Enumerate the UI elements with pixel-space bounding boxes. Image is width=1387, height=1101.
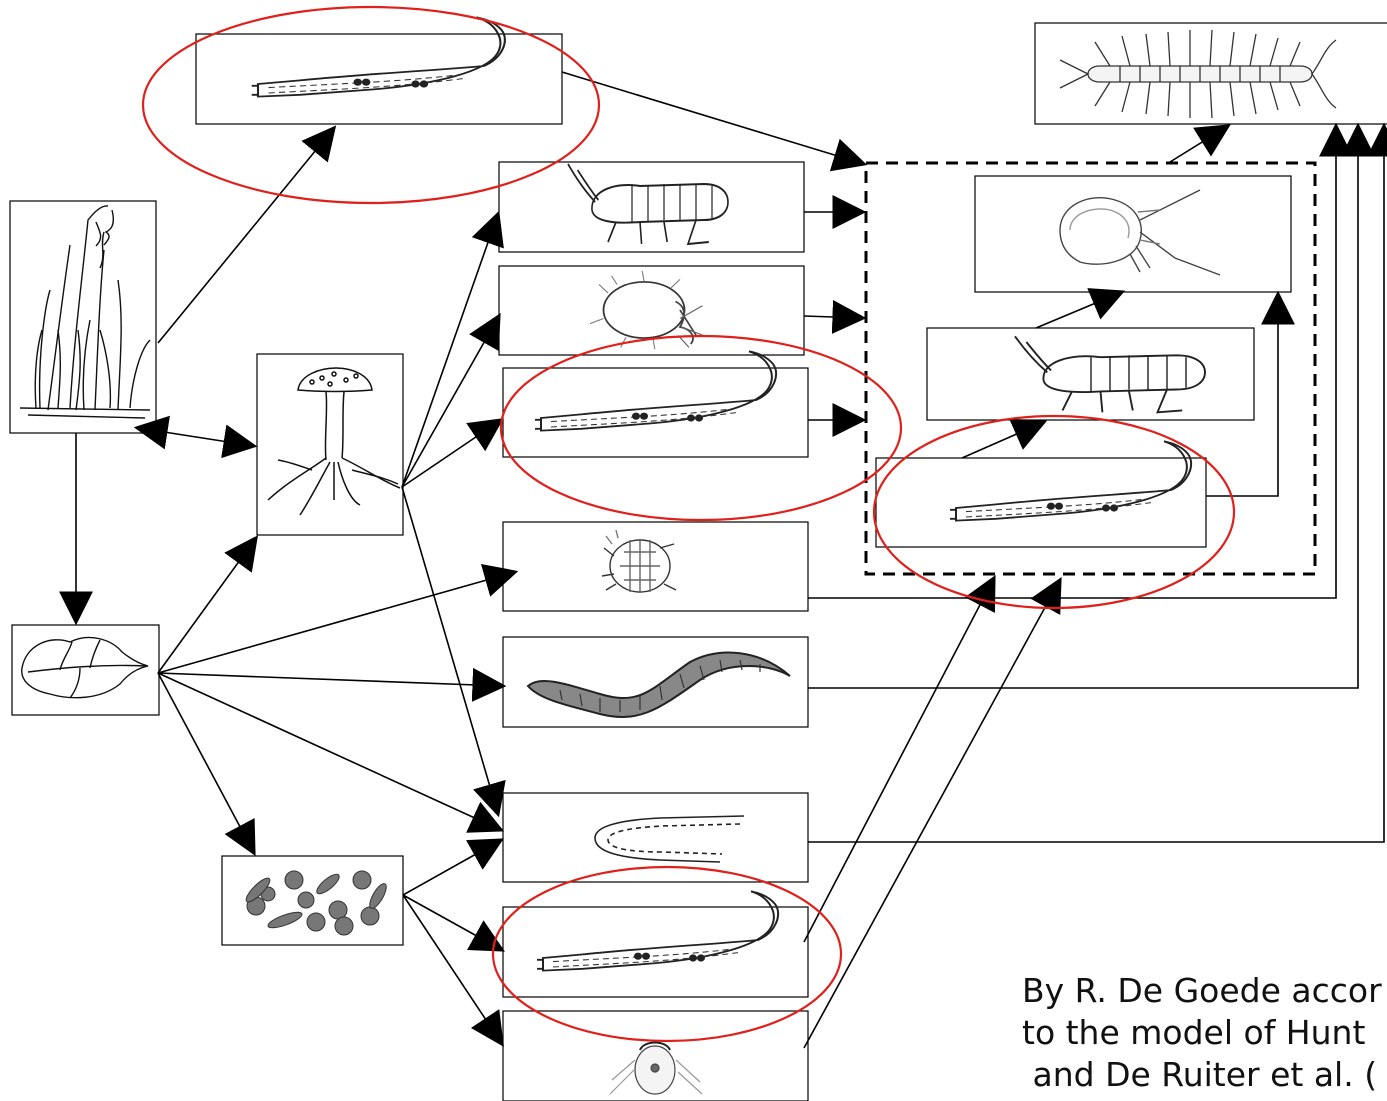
link-predatory-nematode-springtail <box>961 418 1048 459</box>
centipede-node <box>1034 22 1387 125</box>
link-litter-oribatid <box>157 563 519 674</box>
earthworm-icon <box>526 651 791 718</box>
link-plant-nematode <box>157 125 337 344</box>
link-plant-fungi <box>133 415 258 459</box>
link-predatory-nematode-mite <box>1206 290 1295 497</box>
nematode-node-bacterivore <box>502 890 809 998</box>
link-bacteria-protozoa <box>402 894 504 1047</box>
protozoa-node <box>502 1010 809 1101</box>
mite-node <box>498 265 805 356</box>
litter-node <box>11 624 160 716</box>
protozoan-icon <box>609 1041 703 1095</box>
fungus-mushroom-icon <box>267 367 401 516</box>
link-fungi-springtail <box>401 210 504 488</box>
link-nematode-top-predators <box>561 71 868 172</box>
oribatid-mite-node <box>502 521 809 612</box>
link-predators-centipede <box>1169 124 1231 163</box>
link-bacteria-nematode <box>402 894 505 952</box>
link-protozoa-predator <box>803 577 1062 1049</box>
leaf-litter-icon <box>21 636 149 699</box>
attribution-caption: By R. De Goede accor to the model of Hun… <box>1022 970 1387 1101</box>
fungi-node <box>256 353 404 536</box>
link-mite-predators <box>803 299 867 334</box>
link-litter-bacteria <box>157 672 256 856</box>
caption-line-3: and De Ruiter et al. ( <box>1022 1055 1378 1094</box>
enchytraeid-worm-icon <box>594 815 745 863</box>
grass-plant-icon <box>19 205 151 419</box>
earthworm-node <box>502 636 809 728</box>
caption-line-2: to the model of Hunt <box>1022 1013 1366 1052</box>
enchytraeid-node <box>502 792 809 883</box>
predatory-nematode-node <box>875 440 1207 548</box>
link-bacteria-enchytraeid <box>402 838 504 896</box>
highlight-nematode-bacterivore <box>491 865 843 1043</box>
springtail-node <box>498 161 805 253</box>
predatory-springtail-node <box>926 327 1255 421</box>
link-predatory-springtail-mite <box>1035 288 1126 329</box>
predatory-mite-icon <box>1059 189 1221 276</box>
predatory-mite-node <box>974 175 1292 293</box>
highlight-ellipses <box>141 5 1236 1043</box>
nematode-node-top <box>195 16 563 125</box>
link-fungi-mite <box>401 313 501 488</box>
oribatid-mite-icon <box>601 529 677 593</box>
nematode-node-fungivore <box>502 350 809 458</box>
highlight-nematode-top <box>141 5 601 205</box>
bacteria-cells-icon <box>245 870 387 936</box>
link-litter-earthworm <box>157 667 507 702</box>
caption-line-1: By R. De Goede accor <box>1022 971 1382 1010</box>
highlight-nematode-predator <box>872 414 1236 610</box>
link-fungi-enchytraeid <box>401 486 506 818</box>
plant-node <box>9 200 157 434</box>
centipede-icon <box>1059 29 1337 119</box>
link-bacterivore-nematode-predator <box>803 574 996 943</box>
bacteria-node <box>221 855 404 946</box>
feeding-links <box>59 71 1387 1049</box>
link-fungi-nematode <box>401 418 504 488</box>
predator-group-frame <box>864 161 1317 576</box>
link-oribatid-centipede <box>808 122 1353 599</box>
link-enchytraeid-centipede <box>808 122 1387 843</box>
link-earthworm-centipede <box>808 122 1375 689</box>
link-litter-enchytraeid <box>157 672 505 833</box>
highlight-nematode-fungivore <box>499 334 903 522</box>
link-litter-fungi <box>157 535 258 674</box>
